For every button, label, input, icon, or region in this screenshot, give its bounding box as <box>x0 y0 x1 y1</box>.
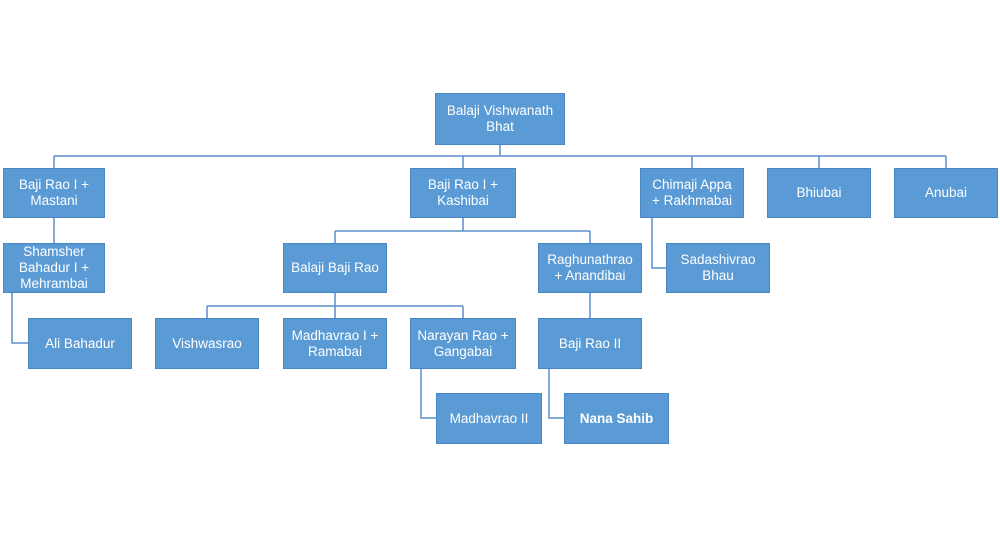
connector-chimaji-to-sadashivrao <box>651 218 666 269</box>
node-baji-rao-ii: Baji Rao II <box>538 318 642 369</box>
node-chimaji-appa: Chimaji Appa + Rakhmabai <box>640 168 744 218</box>
node-baji-rao-mastani: Baji Rao I + Mastani <box>3 168 105 218</box>
node-anubai: Anubai <box>894 168 998 218</box>
connector-bajiraoii-to-nana <box>548 369 564 419</box>
connector-shamsher-to-ali <box>11 293 28 344</box>
connector-kashibai-to-children <box>334 218 591 243</box>
node-narayan-rao: Narayan Rao + Gangabai <box>410 318 516 369</box>
node-ali-bahadur: Ali Bahadur <box>28 318 132 369</box>
node-nana-sahib: Nana Sahib <box>564 393 669 444</box>
node-raghunathrao: Raghunathrao + Anandibai <box>538 243 642 293</box>
node-bhiubai: Bhiubai <box>767 168 871 218</box>
node-sadashivrao-bhau: Sadashivrao Bhau <box>666 243 770 293</box>
node-shamsher-bahadur: Shamsher Bahadur I + Mehrambai <box>3 243 105 293</box>
node-balaji-vishwanath-bhat: Balaji Vishwanath Bhat <box>435 93 565 145</box>
node-madhavrao-ii: Madhavrao II <box>436 393 542 444</box>
connector-root-to-children <box>53 145 947 168</box>
node-madhavrao-i: Madhavrao I + Ramabai <box>283 318 387 369</box>
node-vishwasrao: Vishwasrao <box>155 318 259 369</box>
node-balaji-baji-rao: Balaji Baji Rao <box>283 243 387 293</box>
node-baji-rao-kashibai: Baji Rao I + Kashibai <box>410 168 516 218</box>
connector-narayan-to-madhavraoii <box>420 369 436 419</box>
connector-balaji-to-children <box>206 293 464 318</box>
